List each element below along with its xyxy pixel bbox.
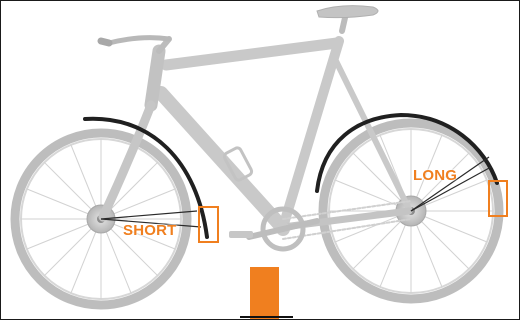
front-fender-marker bbox=[198, 206, 219, 243]
floor-block bbox=[250, 267, 279, 319]
saddle bbox=[317, 6, 378, 18]
floor-line bbox=[240, 316, 293, 318]
long-label: LONG bbox=[413, 167, 457, 184]
short-label: SHORT bbox=[123, 222, 177, 239]
rear-fender-marker bbox=[488, 180, 508, 217]
